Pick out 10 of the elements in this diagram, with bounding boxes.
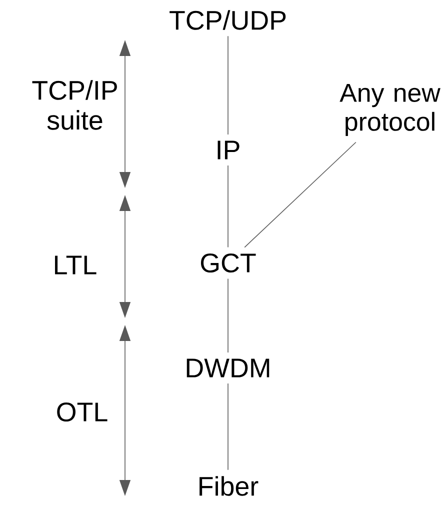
protocol-label: Any new protocol: [340, 84, 440, 136]
layer-label: OTL: [57, 402, 108, 422]
leader-line: [244, 142, 356, 248]
protocol-label: Fiber: [200, 476, 258, 496]
protocol-label: TCP/UDP: [170, 10, 286, 30]
protocol-label: GCT: [200, 253, 256, 273]
protocol-label: DWDM: [186, 358, 270, 378]
protocol-label: IP: [218, 140, 240, 160]
layer-label: LTL: [55, 256, 96, 274]
layer-label: TCP/IP suite: [32, 80, 117, 130]
